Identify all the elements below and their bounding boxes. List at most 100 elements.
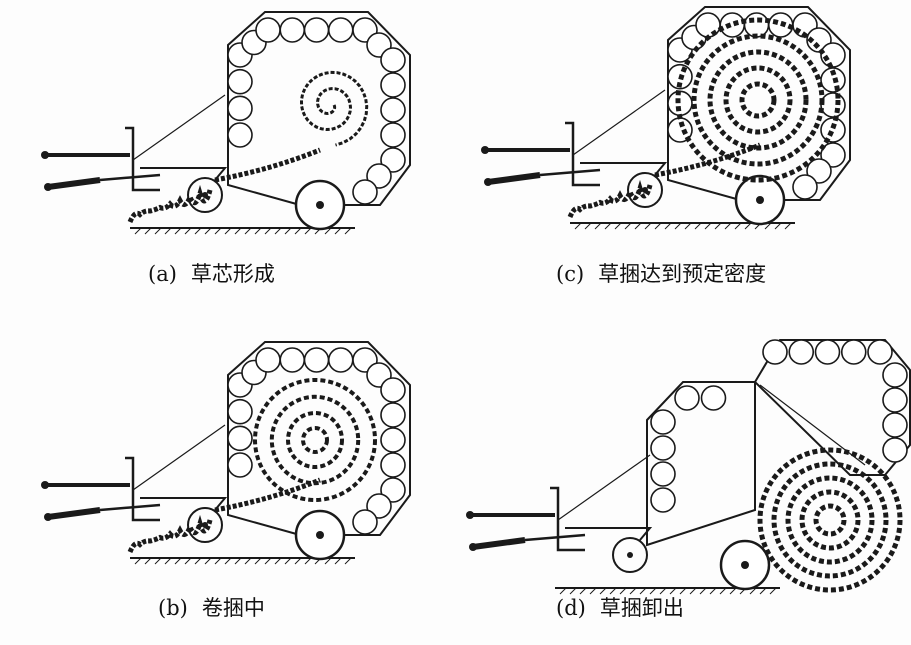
roller [814, 339, 841, 365]
wheel-hub [756, 196, 764, 204]
bale-layer [785, 475, 875, 565]
ground-hatch [724, 222, 732, 230]
roller [882, 362, 908, 388]
ground-hatch [154, 227, 162, 235]
ground-hatch [164, 557, 172, 565]
roller [380, 427, 406, 453]
front-chamber [646, 381, 756, 547]
ground-hatch [184, 227, 192, 235]
support-line [132, 424, 226, 491]
roller [327, 347, 354, 373]
ground-hatch [324, 227, 332, 235]
ground-hatch [174, 557, 182, 565]
wheel-hub [316, 201, 324, 209]
hitch-bracket [550, 486, 585, 552]
ground-hatch [559, 587, 567, 595]
drawbar [580, 162, 668, 176]
roller [882, 387, 908, 413]
roller [352, 179, 378, 205]
roller [719, 12, 746, 38]
ground-hatch [639, 587, 647, 595]
roller [650, 409, 676, 435]
ground-hatch [749, 587, 757, 595]
roller [279, 17, 306, 43]
ground-hatch [689, 587, 697, 595]
ground-hatch [569, 587, 577, 595]
ground-hatch [629, 587, 637, 595]
roller [840, 339, 867, 365]
bale-layer [739, 81, 777, 119]
ground-hatch [719, 587, 727, 595]
wheel-hub [741, 561, 749, 569]
pin [41, 151, 49, 159]
roller [882, 412, 908, 438]
roller [380, 97, 406, 123]
caption-c-label: (c) [556, 262, 585, 286]
ground-hatch [344, 227, 352, 235]
pin [484, 178, 492, 186]
roller [743, 12, 770, 38]
chamber-housing [227, 11, 411, 206]
ground-hatch [609, 587, 617, 595]
ground-hatch [234, 557, 242, 565]
ground-hatch [594, 222, 602, 230]
ground-hatch [574, 222, 582, 230]
roller [303, 17, 330, 43]
roller [380, 402, 406, 428]
hydraulic-cylinder [472, 537, 526, 550]
ground-hatch [624, 222, 632, 230]
piston-rod [99, 503, 161, 512]
ground-hatch [709, 587, 717, 595]
roller [380, 147, 406, 173]
roller [806, 158, 832, 184]
ground-hatch [584, 222, 592, 230]
ground-hatch [234, 227, 242, 235]
hitch-bracket [125, 126, 160, 192]
roller [279, 347, 306, 373]
roller [227, 398, 253, 425]
panel-core-forming [41, 11, 411, 235]
pickup-hub [627, 552, 633, 558]
roller [380, 122, 406, 148]
support-line [132, 94, 226, 161]
pin [44, 513, 52, 521]
roller [380, 47, 406, 73]
hay-core [299, 70, 369, 147]
ground-hatch [589, 587, 597, 595]
roller [792, 174, 818, 200]
hay-feed [214, 147, 321, 183]
pin [44, 183, 52, 191]
caption-a-label: (a) [148, 262, 177, 286]
roller [820, 42, 846, 68]
ground-hatch [654, 222, 662, 230]
roller [366, 493, 392, 519]
panel-rolling [41, 341, 411, 565]
ground-hatch [294, 557, 302, 565]
roller [820, 142, 846, 168]
ground-hatch [174, 227, 182, 235]
ground-hatch [684, 222, 692, 230]
ground-hatch [204, 227, 212, 235]
ground-hatch [634, 222, 642, 230]
ground-hatch [679, 587, 687, 595]
caption-b: (b)卷捆中 [158, 592, 265, 622]
caption-c-text: 草捆达到预定密度 [598, 262, 767, 286]
ground-hatch [204, 557, 212, 565]
bale-layer [286, 411, 344, 469]
ground-hatch [769, 587, 777, 595]
roller [255, 347, 281, 373]
ground-hatch [334, 557, 342, 565]
chamber-housing [227, 341, 411, 536]
hay-windrow [567, 179, 653, 219]
pickup-drum [187, 507, 223, 543]
pin [481, 146, 489, 154]
ground-hatch [699, 587, 707, 595]
hydraulic-cylinder [487, 172, 541, 185]
roller [674, 385, 700, 411]
hay-windrow [127, 184, 213, 224]
roller [327, 17, 354, 43]
ground-hatch [214, 557, 222, 565]
ground-hatch [304, 227, 312, 235]
ground-hatch [669, 587, 677, 595]
